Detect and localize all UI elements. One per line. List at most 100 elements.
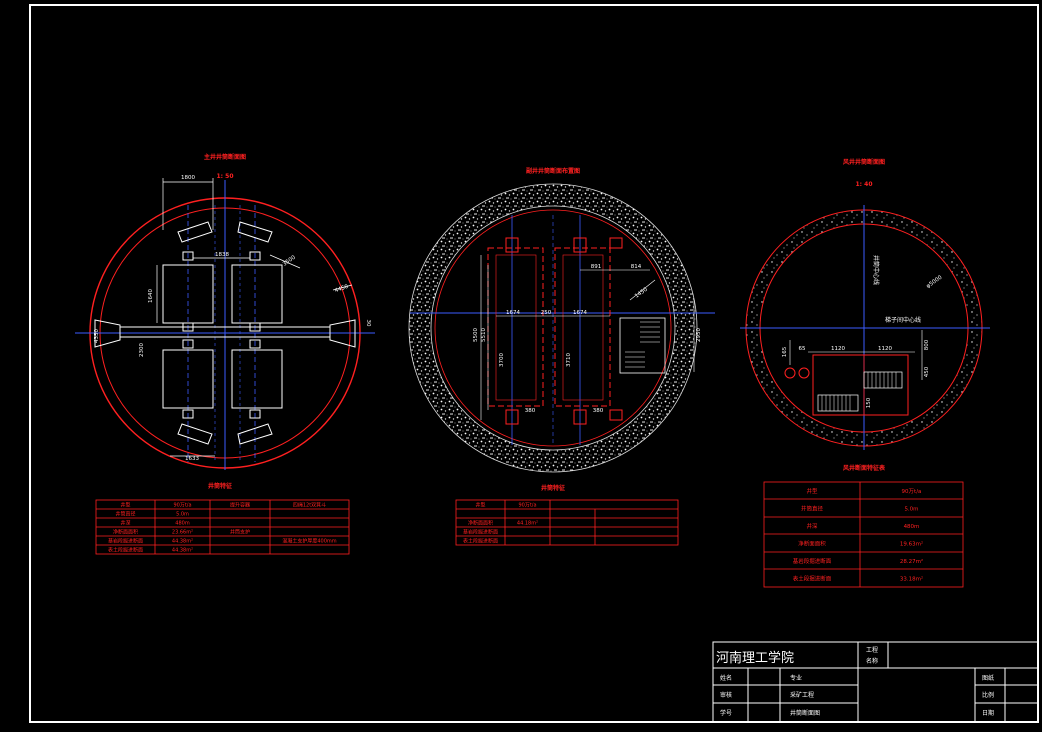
table-1-cell: 混凝土支护厚度400mm xyxy=(282,538,336,545)
shaft-2-cage-left-inner xyxy=(495,254,537,401)
title-block-r3: 学号 xyxy=(720,709,732,717)
table-1-cell: 23.66m² xyxy=(172,530,193,536)
shaft-2-dim-line-diag xyxy=(629,279,656,301)
shaft-1-bracket-bottom-left xyxy=(177,423,213,445)
shaft-2-ladder-steps xyxy=(625,321,660,368)
table-2-cell: 表土段掘进断面 xyxy=(463,538,498,545)
shaft-3-dim-6: 450 xyxy=(924,366,930,377)
title-block-r1b: 专业 xyxy=(790,674,802,682)
shaft-3-ladder-lower xyxy=(817,394,859,412)
table-3-cell: 19.63m² xyxy=(900,540,923,547)
table-3-cell: 90万t/a xyxy=(902,488,922,495)
shaft-3-scale: 1: 40 xyxy=(855,181,872,188)
table-3-cell: 480m xyxy=(904,524,920,530)
shaft-2-dim-1: 1674 xyxy=(506,310,520,316)
shaft-2-net-ring xyxy=(434,209,672,447)
table-2-cell: 井型 xyxy=(475,502,485,509)
table-1-cell: 44.38m² xyxy=(172,539,193,545)
table-3-cell: 基岩段掘进断面 xyxy=(793,557,832,565)
table-1-cell: 井深 xyxy=(120,520,130,527)
shaft-3-diameter: φ5000 xyxy=(925,274,943,289)
table-2-cell: 90万t/a xyxy=(518,503,536,509)
shaft-3-dim-1: 1120 xyxy=(831,346,845,352)
shaft-1-guide-1 xyxy=(182,251,194,261)
shaft-1-dim-5: 2300 xyxy=(139,343,145,357)
table-3-cell: 井型 xyxy=(806,487,818,495)
title-block-r2: 审核 xyxy=(720,691,732,699)
table-2-title: 井筒特征 xyxy=(541,484,565,492)
shaft-1-guide-3 xyxy=(182,409,194,419)
shaft-1-bracket-top-left xyxy=(177,221,213,243)
shaft-1-skip-3 xyxy=(162,349,214,409)
shaft-1-bracket-bottom-right xyxy=(237,423,273,445)
title-block: 河南理工学院 工程 名称 姓名 专业 审核 采矿工程 学号 井筒断面图 图纸 比… xyxy=(712,641,1039,723)
shaft-2-guide-6 xyxy=(609,409,623,421)
shaft-1-bunton-end-left xyxy=(94,319,121,348)
shaft-2-dim-9: 3700 xyxy=(499,353,505,367)
title-block-top-a: 工程 xyxy=(866,646,878,654)
shaft-2-guide-3 xyxy=(505,409,519,425)
shaft-2-dim-4: 891 xyxy=(591,264,602,270)
shaft-2-dim-10: 3710 xyxy=(566,353,572,367)
shaft-2-dim-3: 1674 xyxy=(573,310,587,316)
table-2-cell: 净断面面积 xyxy=(468,520,493,527)
table-3-cell: 净断面面积 xyxy=(798,539,826,547)
shaft-2-dim-7: 5500 xyxy=(473,328,479,342)
shaft-3-cross-label: 梯子间中心线 xyxy=(885,316,921,324)
shaft-1-guide-5 xyxy=(182,322,194,332)
shaft-2-cage-right-inner xyxy=(562,254,604,401)
shaft-3-vertical-label: 井筒中心线 xyxy=(872,255,880,285)
shaft-1-guide-2 xyxy=(249,251,261,261)
shaft-3-pipe-2 xyxy=(798,367,810,379)
table-3-cell: 28.27m² xyxy=(900,558,923,565)
table-1-cell: 5.0m xyxy=(176,512,189,518)
table-1-cell: 井筒直径 xyxy=(115,511,135,518)
table-1-cell: 44.38m² xyxy=(172,548,193,554)
title-block-r1: 姓名 xyxy=(720,674,732,682)
title-block-r2b: 采矿工程 xyxy=(790,691,814,699)
shaft-1-skip-4 xyxy=(231,349,283,409)
shaft-1-dim-7: 4450 xyxy=(334,284,350,295)
shaft-2-concrete-lining xyxy=(409,184,697,472)
table-3-cell: 表土段掘进断面 xyxy=(793,574,832,582)
table-1-cell: 480m xyxy=(175,521,190,527)
shaft-1-dim-3: 1640 xyxy=(148,289,154,303)
shaft-2-dim-12: 380 xyxy=(593,408,604,414)
table-3-cell: 井筒直径 xyxy=(801,504,824,512)
table-1-title: 井筒特征 xyxy=(208,482,232,490)
table-2-cell: 基岩段掘进断面 xyxy=(463,529,498,536)
title-block-r3b: 井筒断面图 xyxy=(790,709,820,717)
shaft-1-guide-6 xyxy=(249,322,261,332)
shaft-1-title: 主井井筒断面图 xyxy=(204,153,246,161)
table-1-cell: 提升容器 xyxy=(230,502,250,509)
table-3-cell: 5.0m xyxy=(904,506,918,512)
shaft-2-ladder-box xyxy=(619,317,666,374)
shaft-2-dim-6: 1450 xyxy=(634,286,649,299)
shaft-2-guide-5 xyxy=(609,237,623,249)
title-block-right2: 比例 xyxy=(982,691,994,699)
shaft-2-cross-section: 副井井筒断面布置图 1: 50 xyxy=(408,167,715,473)
table-3-cell: 井深 xyxy=(806,522,818,530)
table-1-cell: 基岩段掘进断面 xyxy=(108,538,143,545)
shaft-2-dim-8: 5510 xyxy=(481,328,487,342)
table-3-cell: 33.18m² xyxy=(900,575,923,582)
shaft-1-bracket-top-right xyxy=(237,221,273,243)
shaft-2-dim-5: 814 xyxy=(631,264,642,270)
table-1-cell: 90万t/a xyxy=(173,503,191,509)
shaft-2-outer-ring xyxy=(408,183,698,473)
title-block-right1: 图纸 xyxy=(982,674,994,682)
shaft-1-scale: 1: 50 xyxy=(216,173,233,180)
shaft-2-guide-1 xyxy=(505,237,519,253)
shaft-2-inner-ring xyxy=(430,205,676,451)
title-block-school: 河南理工学院 xyxy=(716,650,794,666)
shaft-3-dim-7: 150 xyxy=(866,397,872,408)
shaft-3-ladder-frame xyxy=(812,354,909,416)
table-1-cell: 表土段掘进断面 xyxy=(108,547,143,554)
shaft-1-dim-diag-2 xyxy=(332,284,353,291)
shaft-1-bunton-end-right xyxy=(329,319,356,348)
shaft-3-dim-4: 165 xyxy=(782,346,788,357)
shaft-1-guide-7 xyxy=(182,339,194,349)
shaft-2-dim-13: 2950 xyxy=(696,328,702,342)
